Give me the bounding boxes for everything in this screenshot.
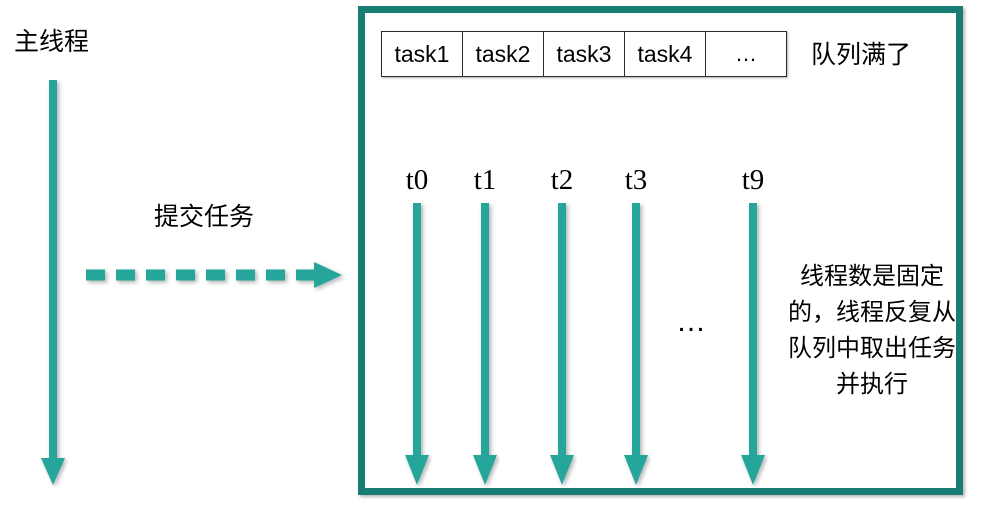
worker-thread-arrow	[473, 203, 497, 485]
worker-thread-t0: t0	[389, 163, 445, 493]
main-thread-label: 主线程	[14, 28, 90, 56]
queue-cell: task1	[382, 32, 463, 76]
worker-thread-arrow	[741, 203, 765, 485]
worker-thread-t2: t2	[534, 163, 590, 493]
worker-thread-arrow	[624, 203, 648, 485]
submit-task-arrow	[86, 262, 342, 288]
worker-thread-label: t0	[405, 164, 429, 196]
thread-pool-note: 线程数是固定的，线程反复从队列中取出任务并执行	[788, 263, 956, 398]
main-thread-arrow	[41, 80, 65, 485]
worker-thread-label: t2	[550, 164, 574, 196]
queue-full-label: 队列满了	[811, 41, 912, 69]
worker-thread-t3: t3	[608, 163, 664, 493]
worker-thread-label: t1	[473, 164, 497, 196]
worker-thread-t9: t9	[725, 163, 781, 493]
queue-cell: task2	[463, 32, 544, 76]
queue-cell-overflow: …	[735, 41, 757, 66]
worker-thread-label: t3	[624, 164, 648, 196]
worker-thread-t1: t1	[457, 163, 513, 493]
thread-pool-container	[358, 6, 963, 495]
submit-task-label: 提交任务	[154, 203, 255, 231]
task-queue: task1 task2 task3 task4 …	[381, 31, 787, 77]
queue-cell: task4	[625, 32, 706, 76]
queue-cell: task3	[544, 32, 625, 76]
worker-thread-arrow	[405, 203, 429, 485]
worker-thread-label: t9	[741, 164, 765, 196]
worker-threads-ellipsis: …	[676, 305, 708, 338]
worker-thread-arrow	[550, 203, 574, 485]
